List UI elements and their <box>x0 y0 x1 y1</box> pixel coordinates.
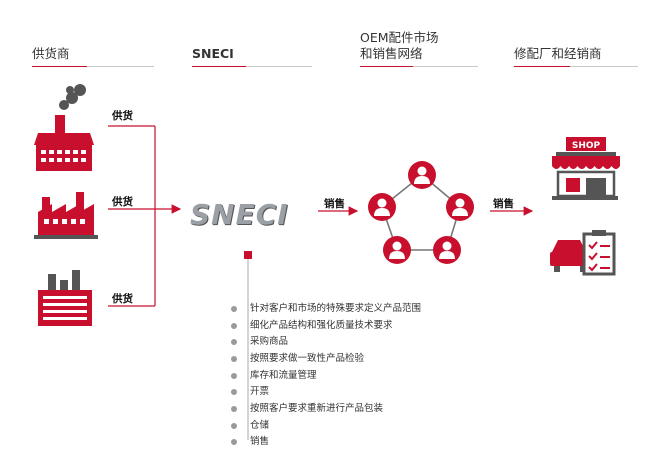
supply-label-3: 供货 <box>112 293 133 305</box>
bullet-dot-icon <box>231 356 237 362</box>
service-item: 按照客户要求重新进行产品包装 <box>231 403 384 415</box>
header-oem-underline <box>360 66 478 67</box>
bullet-dot-icon <box>231 389 237 395</box>
service-item-text: 销售 <box>250 436 270 447</box>
service-item-text: 开票 <box>250 386 270 397</box>
bullet-dot-icon <box>231 423 237 429</box>
service-item-text: 按照客户要求重新进行产品包装 <box>250 403 384 414</box>
network-node-icon <box>383 236 411 264</box>
service-item-text: 按照要求做一致性产品检验 <box>250 353 365 364</box>
supply-label-1: 供货 <box>112 110 133 122</box>
header-repair: 修配厂和经销商 <box>514 46 602 61</box>
service-item-text: 库存和流量管理 <box>250 370 317 381</box>
service-item-text: 针对客户和市场的特殊要求定义产品范围 <box>250 303 422 314</box>
header-oem-line2: 和销售网络 <box>360 46 423 61</box>
factory-2-icon <box>34 192 98 239</box>
shop-sign-text: SHOP <box>572 141 601 151</box>
sales-network <box>368 161 474 264</box>
service-item: 按照要求做一致性产品检验 <box>231 353 365 365</box>
bullet-dot-icon <box>231 323 237 329</box>
network-node-icon <box>368 193 396 221</box>
service-item: 销售 <box>231 436 270 448</box>
factory-1-icon <box>34 84 94 171</box>
network-node-icon <box>408 161 436 189</box>
service-item: 库存和流量管理 <box>231 370 317 382</box>
service-item: 针对客户和市场的特殊要求定义产品范围 <box>231 303 422 315</box>
sell-label-2: 销售 <box>493 198 514 210</box>
header-sneci-underline <box>192 66 312 67</box>
service-item: 开票 <box>231 386 270 398</box>
header-repair-underline <box>514 66 638 67</box>
service-item: 细化产品结构和强化质量技术要求 <box>231 320 393 332</box>
header-supplier-underline <box>32 66 154 67</box>
service-timeline <box>244 251 252 440</box>
shop-icon: SHOP <box>552 137 620 200</box>
bullet-dot-icon <box>231 439 237 445</box>
service-item-text: 采购商品 <box>250 336 289 347</box>
service-item: 仓储 <box>231 420 270 432</box>
service-item-text: 仓储 <box>250 420 270 431</box>
bullet-dot-icon <box>231 373 237 379</box>
bullet-dot-icon <box>231 339 237 345</box>
header-supplier: 供货商 <box>32 46 70 61</box>
factory-3-icon <box>38 270 92 326</box>
bullet-dot-icon <box>231 306 237 312</box>
service-item-text: 细化产品结构和强化质量技术要求 <box>250 320 393 331</box>
supply-label-2: 供货 <box>112 196 133 208</box>
network-node-icon <box>433 236 461 264</box>
header-oem-line1: OEM配件市场 <box>360 30 439 45</box>
network-node-icon <box>446 193 474 221</box>
supplier-bracket <box>108 125 182 307</box>
service-item: 采购商品 <box>231 336 289 348</box>
header-sneci: SNECI <box>192 46 234 61</box>
car-checklist-icon <box>550 230 616 276</box>
sneci-logo: SNECI <box>190 198 289 231</box>
sell-label-1: 销售 <box>324 198 345 210</box>
bullet-dot-icon <box>231 406 237 412</box>
